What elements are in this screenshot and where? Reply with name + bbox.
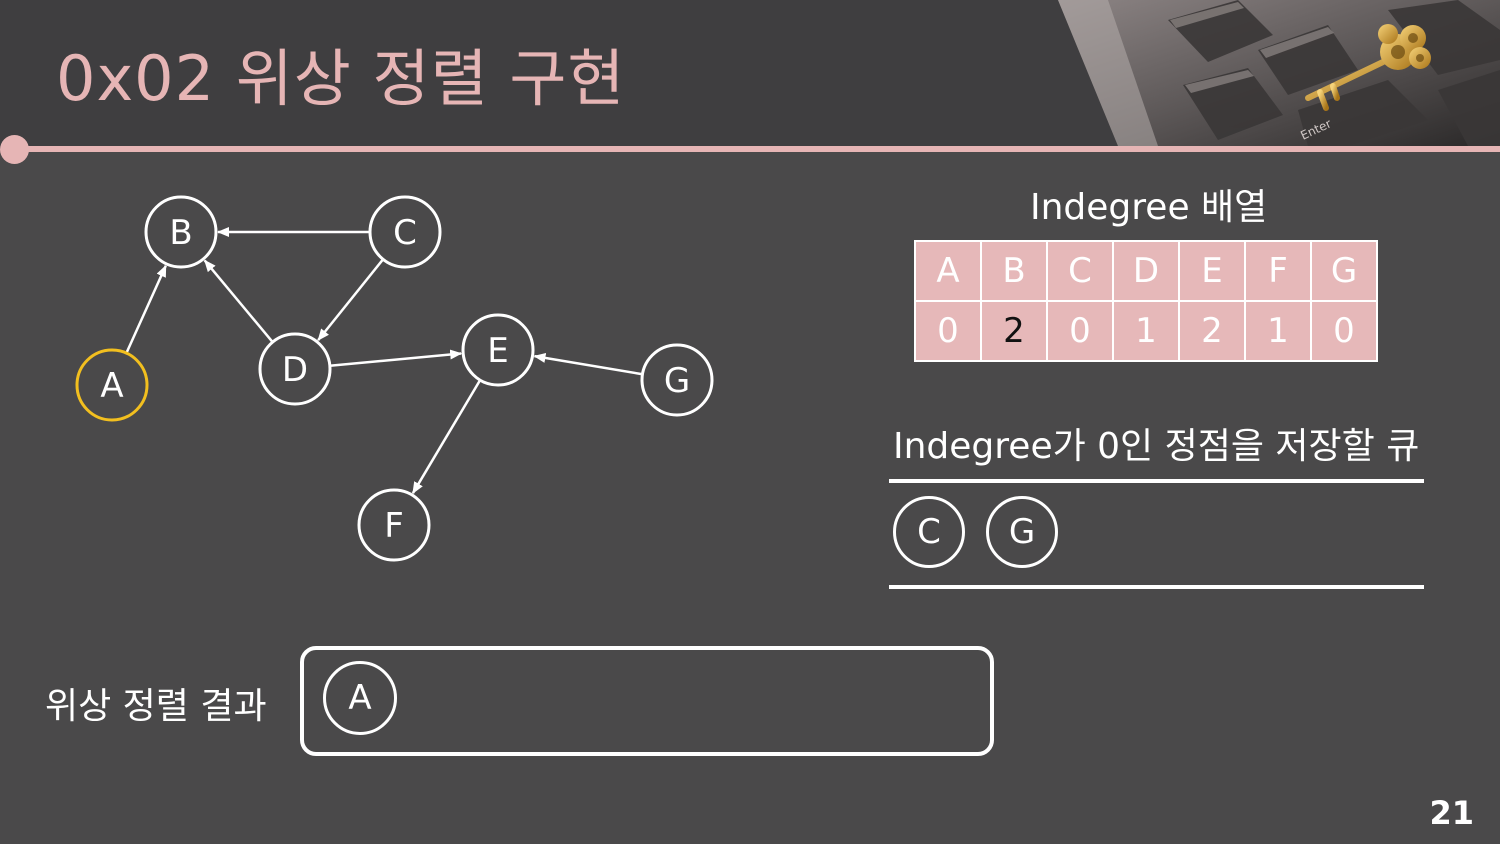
node-label: D	[282, 350, 308, 390]
indegree-header-cell: G	[1310, 240, 1378, 302]
indegree-header-cell: A	[914, 240, 982, 302]
edge-d-to-b	[203, 259, 274, 343]
slide-title: 0x02 위상 정렬 구현	[56, 42, 626, 115]
graph-node-f: F	[357, 488, 431, 562]
queue-item: C	[893, 496, 965, 568]
edge-g-to-e	[533, 353, 643, 376]
indegree-value-cell-highlighted: 2	[980, 300, 1048, 362]
edge-e-to-f	[411, 379, 482, 495]
indegree-value-cell: 2	[1178, 300, 1246, 362]
indegree-header-cell: C	[1046, 240, 1114, 302]
indegree-value-cell: 1	[1112, 300, 1180, 362]
graph-node-e: E	[461, 313, 535, 387]
queue-top-line	[889, 479, 1424, 483]
indegree-value-cell: 1	[1244, 300, 1312, 362]
indegree-header-cell: B	[980, 240, 1048, 302]
node-label: C	[393, 213, 417, 253]
result-label: 위상 정렬 결과	[45, 686, 267, 727]
title-underline	[14, 146, 1500, 152]
indegree-value-cell: 0	[1046, 300, 1114, 362]
node-label: F	[384, 506, 404, 546]
node-circle	[368, 195, 442, 269]
dependency-graph: A B C D E F G	[75, 195, 714, 562]
node-circle	[144, 195, 218, 269]
indegree-value-row: 0 2 0 1 2 1 0	[914, 300, 1378, 362]
indegree-value-cell: 0	[1310, 300, 1378, 362]
node-circle	[357, 488, 431, 562]
indegree-table: A B C D E F G 0 2 0 1 2 1 0	[914, 240, 1378, 362]
node-label: A	[100, 366, 123, 406]
edge-d-to-e	[329, 349, 463, 367]
indegree-title: Indegree 배열	[1030, 187, 1268, 228]
indegree-header-row: A B C D E F G	[914, 240, 1378, 302]
graph-node-a: A	[75, 348, 149, 422]
queue-title: Indegree가 0인 정점을 저장할 큐	[893, 426, 1420, 467]
node-label: B	[169, 213, 192, 253]
graph-node-d: D	[258, 332, 332, 406]
indegree-header-cell: D	[1112, 240, 1180, 302]
indegree-header-cell: F	[1244, 240, 1312, 302]
result-box	[300, 646, 994, 756]
node-label: G	[664, 361, 690, 401]
node-label: E	[487, 331, 508, 371]
node-circle	[640, 343, 714, 417]
indegree-header-cell: E	[1178, 240, 1246, 302]
node-circle	[75, 348, 149, 422]
keyboard-key-image: Enter	[1058, 0, 1500, 146]
result-item: A	[323, 661, 397, 735]
edge-c-to-d	[317, 258, 385, 341]
queue-bottom-line	[889, 585, 1424, 589]
title-underline-dot	[0, 135, 29, 164]
page-number: 21	[1429, 794, 1474, 832]
graph-node-c: C	[368, 195, 442, 269]
node-circle	[258, 332, 332, 406]
edge-a-to-b	[125, 264, 167, 354]
queue-item: G	[986, 496, 1058, 568]
graph-node-b: B	[144, 195, 218, 269]
indegree-value-cell: 0	[914, 300, 982, 362]
graph-node-g: G	[640, 343, 714, 417]
node-circle	[461, 313, 535, 387]
